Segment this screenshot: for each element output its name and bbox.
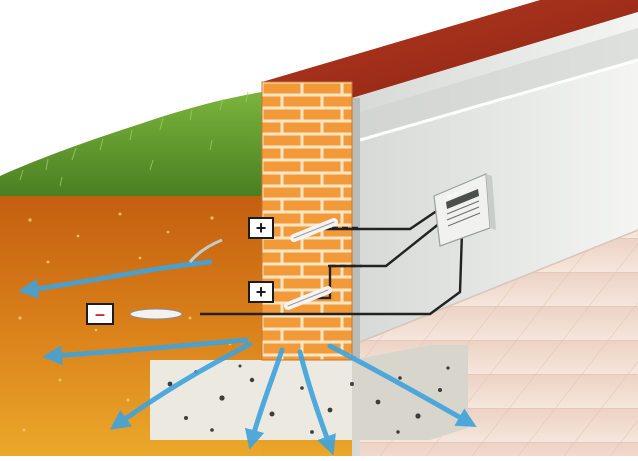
brick-wall xyxy=(262,82,352,360)
plus-badge-upper: + xyxy=(248,217,274,239)
roof-slab xyxy=(262,0,638,98)
minus-sign: – xyxy=(95,304,105,324)
minus-badge: – xyxy=(86,303,114,325)
moisture-arrows xyxy=(18,259,477,456)
electrode-upper-outline xyxy=(293,221,335,239)
arrow-down-right xyxy=(327,343,477,427)
arrow-down-center-right xyxy=(297,349,336,456)
floor-edge xyxy=(359,229,638,343)
arrow-faint-swirl xyxy=(188,238,223,263)
plus-sign-lower: + xyxy=(256,282,267,302)
ceiling-edge xyxy=(359,58,638,142)
interior-ceiling xyxy=(360,28,638,140)
plus-badge-lower: + xyxy=(248,281,274,303)
footing-aggregate xyxy=(167,364,450,434)
plus-sign-upper: + xyxy=(256,218,267,238)
control-unit: MUR-SEC xyxy=(433,173,496,247)
arrow-left-upper xyxy=(18,259,213,299)
arrow-down-center-left xyxy=(244,347,285,450)
arrow-left-lower xyxy=(42,337,249,366)
control-unit-display xyxy=(446,189,479,209)
wiring-inside-wall xyxy=(322,226,362,268)
grass-blades xyxy=(19,91,249,187)
electrode-lower-outline xyxy=(287,289,329,307)
footing-side xyxy=(352,345,468,440)
ground-electrode xyxy=(129,308,183,320)
arrow-down-left xyxy=(109,341,253,430)
grass-lawn xyxy=(0,92,262,196)
